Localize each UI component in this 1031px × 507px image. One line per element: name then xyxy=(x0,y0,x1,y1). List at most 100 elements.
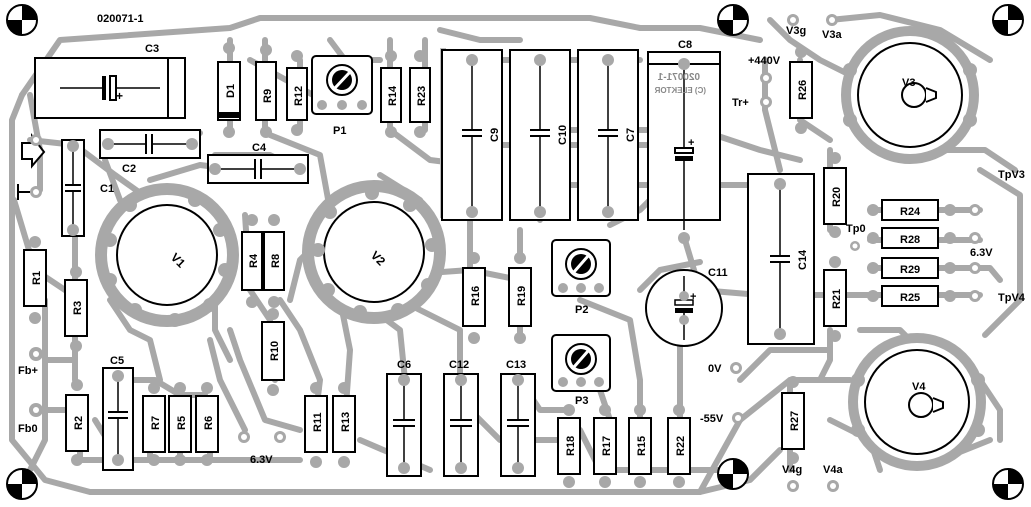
label-tpv3: TpV3 xyxy=(998,169,1025,181)
label-r9: R9 xyxy=(262,89,274,103)
label-c12: C12 xyxy=(449,359,469,371)
label-c11: C11 xyxy=(708,267,728,279)
label-c4: C4 xyxy=(252,142,267,154)
resistor-r5: R5 xyxy=(168,382,192,466)
resistor-r24: R24 xyxy=(867,199,956,221)
label-r26: R26 xyxy=(797,80,809,100)
trimmer-p3: P3 xyxy=(551,334,611,407)
resistor-r21: R21 xyxy=(823,256,847,342)
label-r17: R17 xyxy=(601,436,613,456)
label-v3g: V3g xyxy=(786,25,806,37)
resistor-r6: R6 xyxy=(195,382,219,466)
label-r22: R22 xyxy=(675,436,687,456)
label-c9: C9 xyxy=(489,128,501,142)
label-c10: C10 xyxy=(557,125,569,145)
board-code: 020071-1 xyxy=(97,13,144,25)
mirrored-board-code: 020071-1 xyxy=(657,72,700,83)
trimmer-p1: P1 xyxy=(311,55,373,137)
label-r25: R25 xyxy=(900,292,920,304)
resistor-r9: R9 xyxy=(255,44,277,138)
label-r12: R12 xyxy=(293,86,305,106)
resistor-r1: R1 xyxy=(23,236,47,324)
label-fb0: Fb0 xyxy=(18,423,38,435)
capacitor-c5: C5 xyxy=(102,355,134,471)
label-c7: C7 xyxy=(625,128,637,142)
label-6-3v-right: 6.3V xyxy=(970,247,993,259)
resistor-r20: R20 xyxy=(823,152,847,238)
resistor-r13: R13 xyxy=(332,382,356,468)
capacitor-c8: + C8 020071-1 (C) ELEKTOR xyxy=(647,39,721,244)
capacitor-c7: C7 xyxy=(577,49,639,221)
label-c3: C3 xyxy=(145,43,159,55)
svg-text:+: + xyxy=(688,137,694,149)
registration-mark-icon xyxy=(6,468,38,500)
label-minus55v: -55V xyxy=(700,413,724,425)
resistor-r19: R19 xyxy=(508,252,532,344)
tube-socket-v4: V4 xyxy=(848,333,986,471)
capacitor-c1: C1 xyxy=(61,139,114,237)
label-r2: R2 xyxy=(73,416,85,430)
label-r16: R16 xyxy=(470,286,482,306)
label-6-3v-left: 6.3V xyxy=(250,454,273,466)
label-p1: P1 xyxy=(333,125,346,137)
ground-symbol-icon xyxy=(17,184,30,200)
label-r29: R29 xyxy=(900,264,920,276)
resistor-r26: R26 xyxy=(789,46,813,134)
label-r21: R21 xyxy=(831,289,843,309)
label-r27: R27 xyxy=(789,411,801,431)
label-c8: C8 xyxy=(678,39,692,51)
mirrored-copyright: (C) ELEKTOR xyxy=(654,86,706,95)
label-r8: R8 xyxy=(270,254,282,268)
tube-socket-v3: V3 xyxy=(841,26,979,164)
label-plus440v: +440V xyxy=(748,55,781,67)
capacitor-c11: + C11 xyxy=(645,267,728,347)
resistor-r7: R7 xyxy=(142,382,166,466)
label-r10: R10 xyxy=(269,341,281,361)
registration-marks xyxy=(6,4,1024,500)
label-c5: C5 xyxy=(110,355,124,367)
registration-mark-icon xyxy=(992,4,1024,36)
svg-text:+: + xyxy=(116,89,123,103)
capacitor-c2: C2 xyxy=(99,129,201,175)
resistor-r25: R25 xyxy=(867,285,956,307)
resistor-r12: R12 xyxy=(286,50,308,136)
label-r3: R3 xyxy=(72,301,84,315)
label-c2: C2 xyxy=(122,163,136,175)
capacitor-c6: C6 xyxy=(386,359,422,477)
label-r15: R15 xyxy=(636,436,648,456)
capacitor-c13: C13 xyxy=(500,359,536,477)
label-r1: R1 xyxy=(31,271,43,285)
resistor-r2: R2 xyxy=(65,379,89,466)
svg-text:+: + xyxy=(690,291,696,303)
label-r24: R24 xyxy=(900,206,921,218)
capacitor-c10: C10 xyxy=(509,49,571,221)
label-c13: C13 xyxy=(506,359,526,371)
label-v3: V3 xyxy=(902,77,915,89)
label-r20: R20 xyxy=(831,187,843,207)
label-tpv4: TpV4 xyxy=(998,292,1026,304)
label-r7: R7 xyxy=(150,416,162,430)
capacitor-c14: C14 xyxy=(747,173,815,345)
resistor-r17: R17 xyxy=(593,404,617,488)
label-v4a: V4a xyxy=(823,464,843,476)
resistor-r15: R15 xyxy=(628,404,652,488)
label-r6: R6 xyxy=(203,416,215,430)
label-p2: P2 xyxy=(575,304,588,316)
component-outlines: + C3 C2 D1 R9 xyxy=(17,13,1026,492)
resistor-r28: R28 xyxy=(867,227,956,249)
label-r11: R11 xyxy=(312,412,324,432)
capacitor-c9: C9 xyxy=(441,49,503,221)
label-c1: C1 xyxy=(100,183,114,195)
registration-mark-icon xyxy=(992,468,1024,500)
capacitor-c3: + C3 xyxy=(34,43,186,119)
resistor-r11: R11 xyxy=(304,382,328,468)
label-r5: R5 xyxy=(176,416,188,430)
label-r18: R18 xyxy=(565,436,577,456)
label-r19: R19 xyxy=(516,286,528,306)
label-r13: R13 xyxy=(340,412,352,432)
label-tp0: Tp0 xyxy=(846,223,866,235)
resistor-r8: R8 xyxy=(263,214,285,308)
resistor-r16: R16 xyxy=(462,252,486,344)
capacitor-c4: C4 xyxy=(207,142,309,184)
